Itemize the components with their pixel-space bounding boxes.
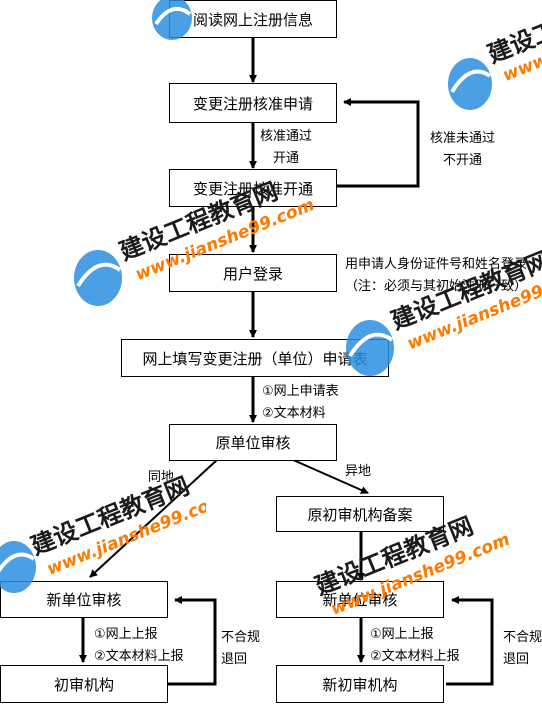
reject-left-label: 不合规 退回 xyxy=(221,630,261,667)
change-approve-apply-box: 变更注册核准申请 xyxy=(169,83,337,123)
watermark-lower-right: 建设工程教育网 www.jianshe99.com xyxy=(311,512,513,620)
orig-unit-review-box: 原单位审核 xyxy=(169,424,337,461)
not-approved-label: 核准未通过 不开通 xyxy=(430,131,496,168)
other-place-label: 异地 xyxy=(345,464,372,479)
change-open-box: 变更注册核准开通 xyxy=(169,169,337,207)
watermark-lower-left: 建设工程教育网 www.jianshe99.com xyxy=(0,472,206,593)
upload-right-label: ①网上上报 ②文本材料上报 xyxy=(370,627,460,664)
new-unit-review-right-box: 新单位审核 xyxy=(276,581,444,618)
new-first-review-org-box: 新初审机构 xyxy=(276,665,444,703)
new-unit-review-left-box: 新单位审核 xyxy=(0,581,168,618)
watermark-center: 建设工程教育网 www.jianshe99.com xyxy=(74,177,317,306)
same-place-label: 同地 xyxy=(148,470,175,485)
submit-items-label: ①网上申请表 ②文本材料 xyxy=(262,384,339,421)
orig-review-record-box: 原初审机构备案 xyxy=(276,496,444,532)
reject-right-label: 不合规 退回 xyxy=(503,630,542,667)
watermark-top-right: 建设工程教育网 www.jianshe99.com xyxy=(448,22,542,110)
watermark-logo-top-left xyxy=(152,0,192,40)
first-review-org-box: 初审机构 xyxy=(0,665,168,703)
fill-form-box: 网上填写变更注册（单位）申请表 xyxy=(121,339,389,377)
user-login-box: 用户登录 xyxy=(169,254,337,292)
approved-label: 核准通过 开通 xyxy=(260,129,313,166)
read-info-box: 阅读网上注册信息 xyxy=(169,0,337,38)
watermark-right: 建设工程教育网 www.jianshe99.com xyxy=(346,246,542,376)
login-note-label: 用申请人身份证件号和姓名登录 （注：必须与其初始注册一致） xyxy=(345,257,528,294)
upload-left-label: ①网上上报 ②文本材料上报 xyxy=(94,627,184,664)
